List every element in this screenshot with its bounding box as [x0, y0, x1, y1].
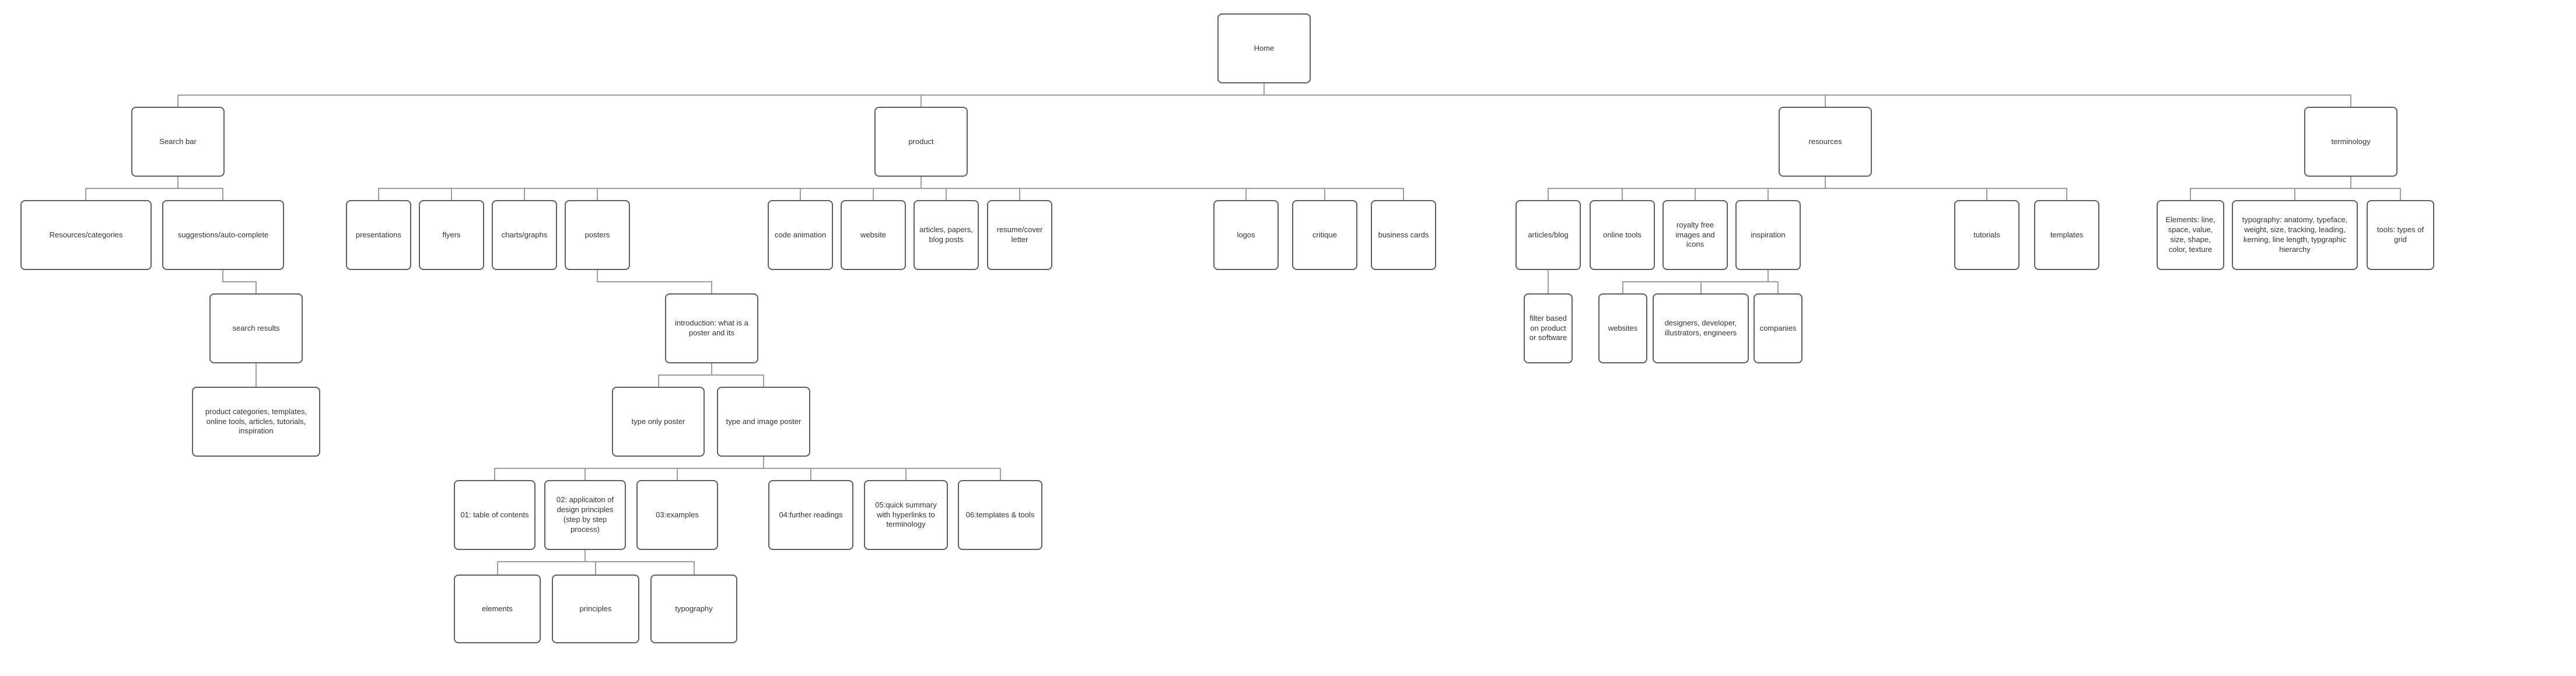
node-term-tools[interactable]: tools: types of grid: [2367, 200, 2434, 270]
node-tutorials[interactable]: tutorials: [1954, 200, 2020, 270]
node-resources-categories[interactable]: Resources/categories: [20, 200, 152, 270]
node-search-result-items[interactable]: product categories, templates, online to…: [192, 387, 320, 457]
node-search-bar[interactable]: Search bar: [131, 107, 225, 177]
edge-terminology-children: [2190, 177, 2401, 200]
edge-resources-children: [1548, 177, 2067, 200]
node-code-animation[interactable]: code animation: [768, 200, 833, 270]
node-charts-graphs[interactable]: charts/graphs: [492, 200, 557, 270]
node-section-05[interactable]: 05:quick summary with hyperlinks to term…: [864, 480, 948, 550]
edge-posters-introduction: [597, 270, 712, 293]
node-principles[interactable]: principles: [552, 575, 639, 643]
node-home[interactable]: Home: [1217, 13, 1311, 83]
edge-home-children: [177, 83, 2351, 107]
node-business-cards[interactable]: business cards: [1371, 200, 1436, 270]
edge-s02-children: [497, 550, 695, 575]
node-posters[interactable]: posters: [565, 200, 630, 270]
node-companies[interactable]: companies: [1754, 293, 1803, 363]
node-website[interactable]: website: [841, 200, 906, 270]
node-royalty-free[interactable]: royalty free images and icons: [1662, 200, 1728, 270]
node-inspiration[interactable]: inspiration: [1735, 200, 1801, 270]
node-term-typography[interactable]: typography: anatomy, typeface, weight, s…: [2232, 200, 2358, 270]
node-type-only-poster[interactable]: type only poster: [612, 387, 705, 457]
node-online-tools[interactable]: online tools: [1590, 200, 1655, 270]
node-designers[interactable]: designers, developer, illustrators, engi…: [1653, 293, 1749, 363]
node-product[interactable]: product: [874, 107, 968, 177]
node-elements[interactable]: elements: [454, 575, 541, 643]
node-resume-cover-letter[interactable]: resume/cover letter: [987, 200, 1052, 270]
node-section-01[interactable]: 01: table of contents: [454, 480, 536, 550]
edge-introduction-children: [658, 363, 764, 387]
node-logos[interactable]: logos: [1213, 200, 1279, 270]
node-suggestions-auto-complete[interactable]: suggestions/auto-complete: [162, 200, 284, 270]
node-terminology[interactable]: terminology: [2304, 107, 2398, 177]
node-critique[interactable]: critique: [1292, 200, 1357, 270]
edge-inspiration-children: [1622, 270, 1779, 293]
edge-product-children: [378, 177, 1404, 200]
node-typography[interactable]: typography: [650, 575, 737, 643]
node-search-results[interactable]: search results: [209, 293, 303, 363]
node-articles-papers-blog[interactable]: articles, papers, blog posts: [914, 200, 979, 270]
node-term-elements[interactable]: Elements: line, space, value, size, shap…: [2157, 200, 2224, 270]
edge-suggestions-chain: [222, 270, 257, 387]
node-websites[interactable]: websites: [1598, 293, 1647, 363]
node-articles-blog[interactable]: articles/blog: [1516, 200, 1581, 270]
node-filter-products[interactable]: filter based on product or software: [1524, 293, 1573, 363]
node-flyers[interactable]: flyers: [419, 200, 484, 270]
node-presentations[interactable]: presentations: [346, 200, 411, 270]
node-resources[interactable]: resources: [1779, 107, 1872, 177]
node-section-04[interactable]: 04:further readings: [768, 480, 853, 550]
node-type-and-image-poster[interactable]: type and image poster: [717, 387, 810, 457]
node-section-03[interactable]: 03:examples: [636, 480, 718, 550]
node-section-02[interactable]: 02: applicaiton of design principles (st…: [544, 480, 626, 550]
node-templates[interactable]: templates: [2034, 200, 2099, 270]
node-section-06[interactable]: 06:templates & tools: [958, 480, 1042, 550]
node-introduction[interactable]: introduction: what is a poster and its: [665, 293, 758, 363]
edge-searchbar-children: [85, 177, 223, 200]
edge-typeimage-children: [494, 457, 1001, 480]
